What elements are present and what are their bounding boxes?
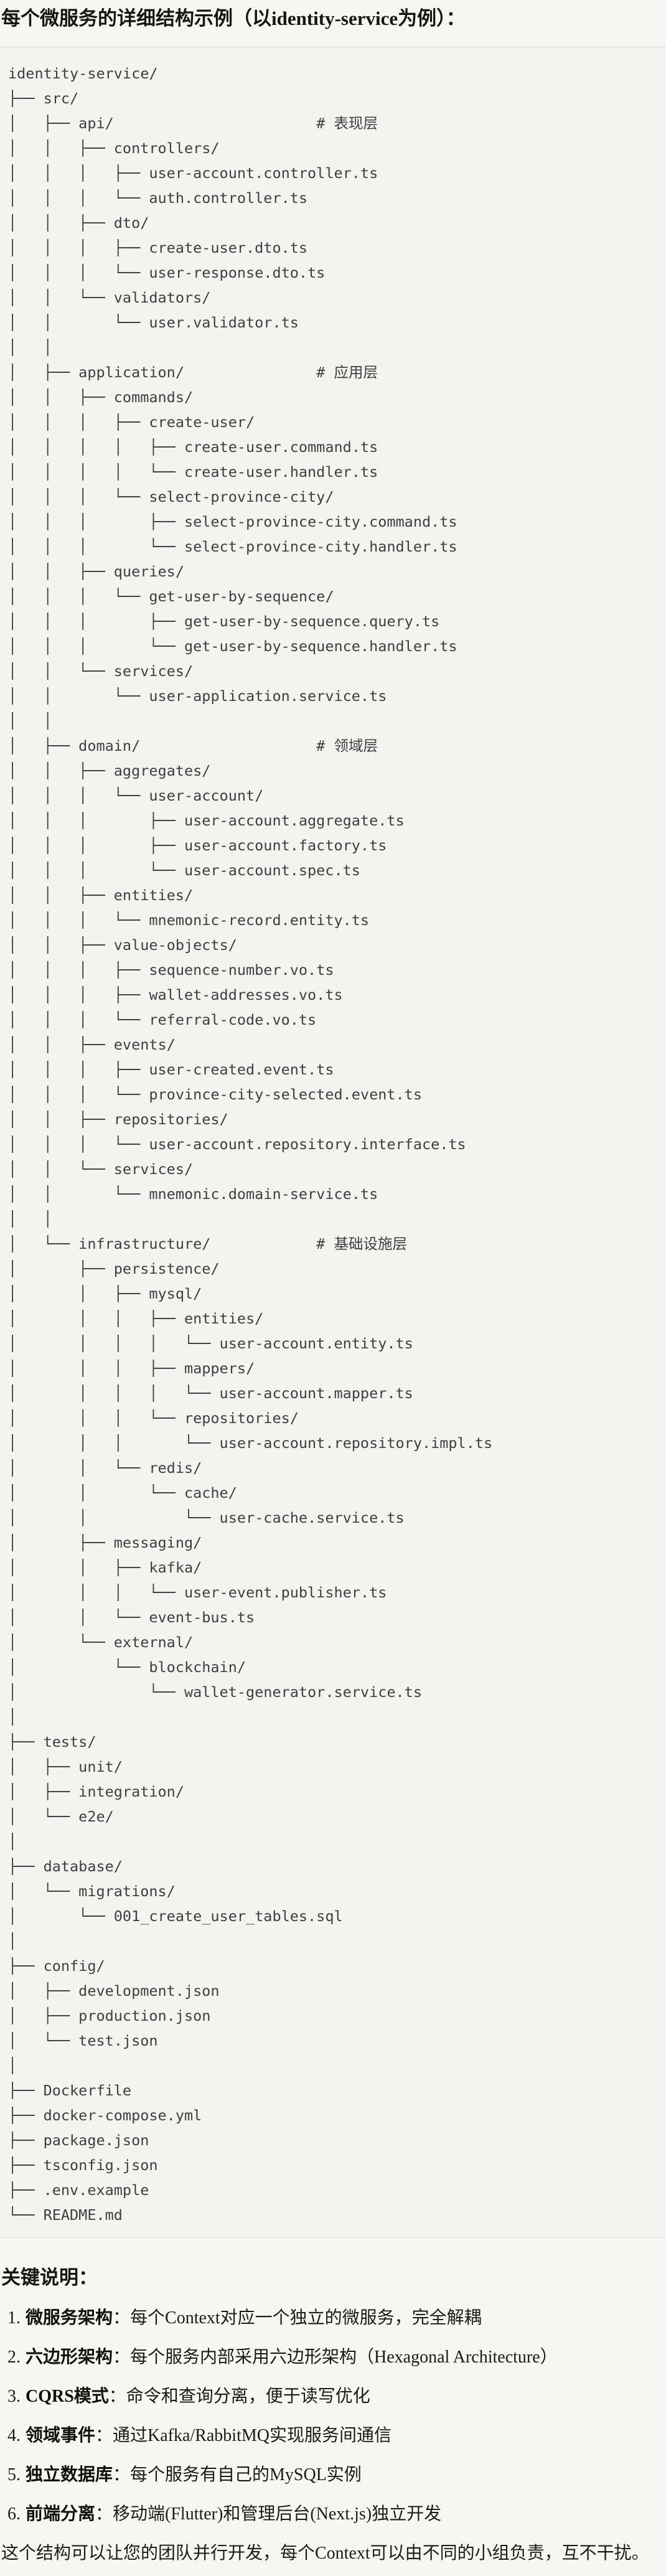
note-label: 六边形架构 [26, 2348, 113, 2367]
note-item: 2. 六边形架构：每个服务内部采用六边形架构（Hexagonal Architec… [0, 2346, 666, 2369]
note-text: ：每个服务有自己的MySQL实例 [113, 2465, 362, 2484]
note-text: ：每个服务内部采用六边形架构（Hexagonal Architecture） [113, 2348, 558, 2367]
note-item: 5. 独立数据库：每个服务有自己的MySQL实例 [0, 2463, 666, 2486]
note-label: 前端分离 [26, 2504, 96, 2524]
note-number: 2. [7, 2348, 21, 2367]
note-label: 独立数据库 [26, 2465, 113, 2484]
note-number: 1. [7, 2308, 21, 2328]
closing-paragraph: 这个结构可以让您的团队并行开发，每个Context可以由不同的小组负责，互不干扰… [1, 2544, 649, 2563]
note-item: 3. CQRS模式：命令和查询分离，便于读写优化 [0, 2385, 666, 2408]
note-item: 4. 领域事件：通过Kafka/RabbitMQ实现服务间通信 [0, 2424, 666, 2447]
note-label: 微服务架构 [26, 2308, 113, 2328]
code-block: identity-service/ ├── src/ │ ├── api/ # … [0, 47, 666, 2238]
notes-heading: 关键说明： [1, 2267, 98, 2288]
note-number: 5. [7, 2465, 21, 2484]
note-text: ：命令和查询分离，便于读写优化 [108, 2387, 370, 2406]
note-label: 领域事件 [26, 2426, 96, 2445]
page-title: 每个微服务的详细结构示例（以identity-service为例）： [1, 7, 466, 29]
note-number: 3. [7, 2387, 21, 2406]
note-number: 4. [7, 2426, 21, 2445]
note-text: ：通过Kafka/RabbitMQ实现服务间通信 [95, 2426, 392, 2445]
note-number: 6. [7, 2504, 21, 2524]
note-item: 1.微服务架构：每个Context对应一个独立的微服务，完全解耦 [0, 2306, 666, 2329]
note-label: CQRS模式 [26, 2387, 109, 2406]
directory-tree: identity-service/ ├── src/ │ ├── api/ # … [8, 65, 493, 2224]
note-item: 6.前端分离：移动端(Flutter)和管理后台(Next.js)独立开发 [0, 2503, 666, 2526]
note-text: ：每个Context对应一个独立的微服务，完全解耦 [113, 2308, 482, 2328]
note-text: ：移动端(Flutter)和管理后台(Next.js)独立开发 [95, 2504, 442, 2524]
